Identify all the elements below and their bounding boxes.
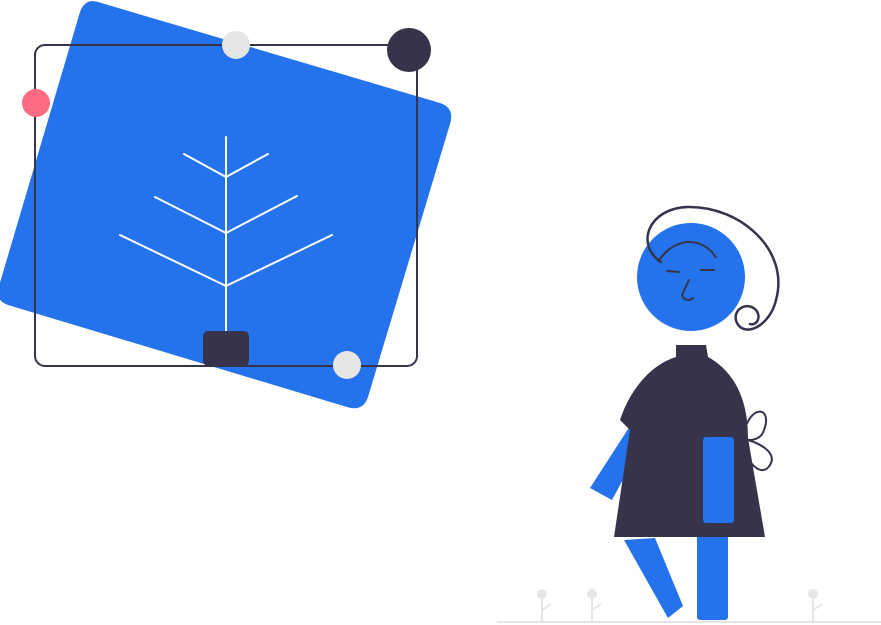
face [666,269,715,301]
plant-pot [203,331,249,366]
frame-dot-bottom [333,351,361,379]
sprout-bud [537,589,547,599]
sprout-bud [808,589,818,599]
front-arm [703,437,734,523]
hair-curl [646,205,780,331]
sprout-icon [812,596,823,621]
frame-dot-left [22,89,50,117]
sprout-icon [591,596,602,621]
right-leg [697,528,728,620]
sprout-bud [587,589,597,599]
hair-wave [657,241,717,263]
sprout-icon [541,596,552,621]
ground [497,589,881,623]
picture-card [0,1,452,409]
left-leg [624,538,683,618]
person-illustration [590,205,780,620]
dress [614,345,765,537]
head [637,223,745,331]
frame-dot-top [222,31,250,59]
plant-icon [119,136,333,337]
frame-dot-corner [387,28,431,72]
